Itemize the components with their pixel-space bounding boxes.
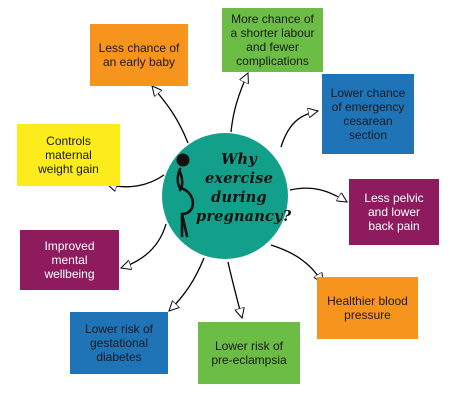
weight-gain-line-2: maternal (45, 148, 92, 162)
title-line-3: during (211, 189, 267, 206)
caesarean-line-2: of emergency (331, 100, 405, 114)
title-line-1: Why (221, 151, 257, 168)
back-pain-line-1: Less pelvic (364, 191, 424, 205)
early-baby-line-1: Less chance of (98, 41, 180, 55)
blood-pressure-line-1: Healthier blood (327, 294, 408, 308)
arrow-gestational-diabetes (169, 257, 205, 311)
box-weight-gain: Controls maternal weight gain (17, 124, 120, 186)
arrow-caesarean (280, 111, 318, 148)
caesarean-line-4: section (348, 128, 388, 142)
box-pre-eclampsia: Lower risk of pre-eclampsia (198, 322, 300, 384)
pre-eclampsia-line-2: pre-eclampsia (211, 353, 287, 367)
box-mental-wellbeing: Improved mental wellbeing (20, 230, 119, 290)
arrow-back-pain (289, 187, 347, 202)
box-early-baby: Less chance of an early baby (90, 24, 188, 86)
gestational-diabetes-line-1: Lower risk of (84, 322, 154, 336)
weight-gain-line-3: weight gain (38, 162, 99, 176)
mental-wellbeing-line-1: Improved (44, 239, 95, 253)
shorter-labour-line-2: a shorter labour (230, 26, 315, 40)
box-blood-pressure: Healthier blood pressure (317, 277, 418, 339)
shorter-labour-line-3: and fewer (246, 40, 299, 54)
arrow-early-baby (152, 86, 189, 144)
box-back-pain: Less pelvic and lower back pain (349, 179, 439, 245)
shorter-labour-line-1: More chance of (231, 12, 314, 26)
central-title: Why exercise during pregnancy? (196, 150, 292, 226)
shorter-labour-line-4: complications (236, 54, 309, 68)
back-pain-line-2: and lower (367, 205, 421, 219)
arrow-mental-wellbeing (121, 223, 167, 268)
caesarean-line-3: cesarean (343, 114, 393, 128)
weight-gain-line-1: Controls (46, 134, 91, 148)
mental-wellbeing-line-2: mental (51, 253, 88, 267)
arrow-blood-pressure (270, 244, 323, 283)
gestational-diabetes-line-2: gestational (89, 336, 149, 350)
box-gestational-diabetes: Lower risk of gestational diabetes (70, 312, 168, 374)
gestational-diabetes-line-3: diabetes (96, 350, 142, 364)
mental-wellbeing-line-3: wellbeing (44, 267, 95, 281)
title-line-4: pregnancy? (196, 208, 292, 225)
caesarean-line-1: Lower chance (330, 86, 406, 100)
blood-pressure-line-2: pressure (344, 308, 391, 322)
box-caesarean: Lower chance of emergency cesarean secti… (322, 74, 414, 154)
arrow-shorter-labour (230, 73, 248, 133)
arrow-pre-eclampsia (227, 261, 242, 318)
title-line-2: exercise (204, 170, 274, 187)
pregnant-woman-icon (176, 153, 195, 238)
pre-eclampsia-line-1: Lower risk of (214, 339, 284, 353)
back-pain-line-3: back pain (368, 219, 420, 233)
early-baby-line-2: an early baby (102, 55, 176, 69)
box-shorter-labour: More chance of a shorter labour and fewe… (222, 8, 323, 72)
